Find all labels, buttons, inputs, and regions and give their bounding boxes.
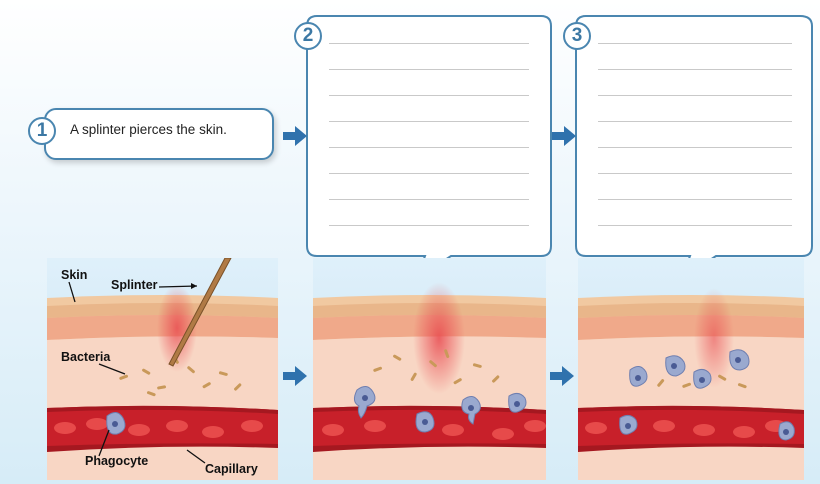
- step-1-number: 1: [28, 117, 56, 145]
- step-1-text: A splinter pierces the skin.: [70, 122, 227, 137]
- label-splinter: Splinter: [111, 278, 158, 292]
- step-2-lines: [313, 14, 545, 254]
- arrow-right-icon: [552, 126, 576, 146]
- skin-panel-2: [313, 258, 546, 480]
- step-3-number: 3: [563, 22, 591, 50]
- label-capillary: Capillary: [205, 462, 258, 476]
- label-skin: Skin: [61, 268, 87, 282]
- arrow-right-icon: [550, 366, 574, 386]
- step-3-lines: [582, 14, 808, 254]
- label-bacteria: Bacteria: [61, 350, 110, 364]
- label-phagocyte: Phagocyte: [85, 454, 148, 468]
- skin-panel-1: Skin Splinter Bacteria Phagocyte Capilla…: [47, 258, 278, 480]
- step-2-number: 2: [294, 22, 322, 50]
- arrow-right-icon: [283, 366, 307, 386]
- skin-panel-3: [578, 258, 804, 480]
- arrow-right-icon: [283, 126, 307, 146]
